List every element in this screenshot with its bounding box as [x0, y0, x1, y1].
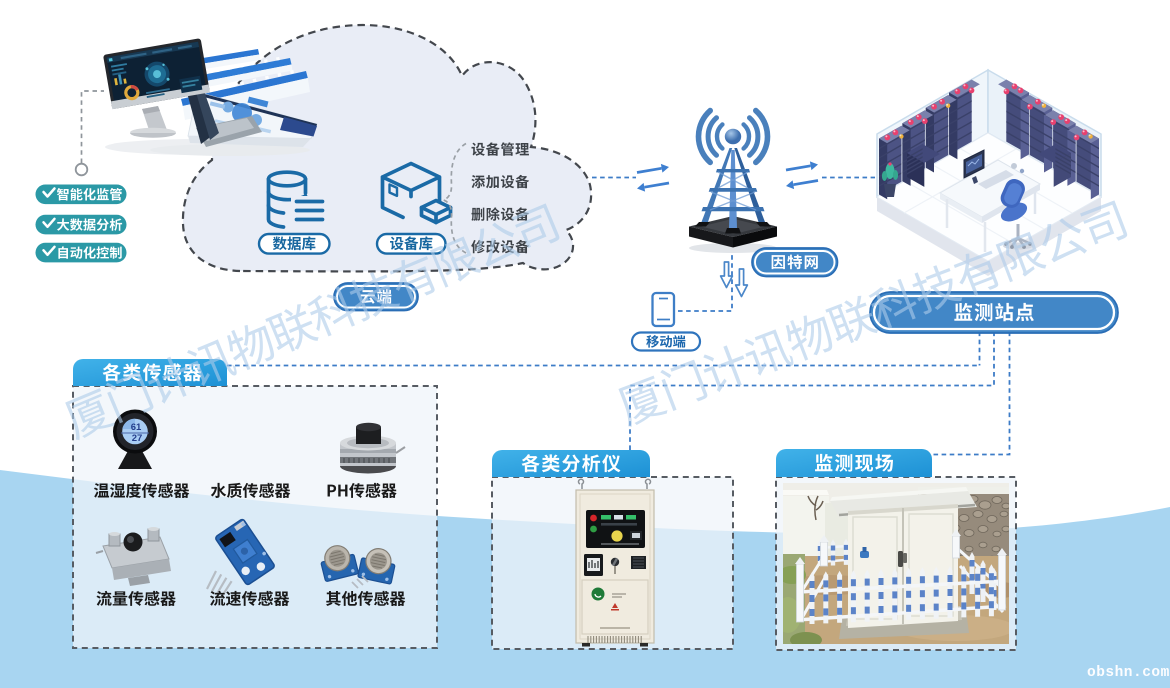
svg-text:obshn.com: obshn.com	[1087, 665, 1170, 681]
svg-text:27: 27	[132, 433, 143, 444]
svg-text:61: 61	[131, 422, 142, 433]
